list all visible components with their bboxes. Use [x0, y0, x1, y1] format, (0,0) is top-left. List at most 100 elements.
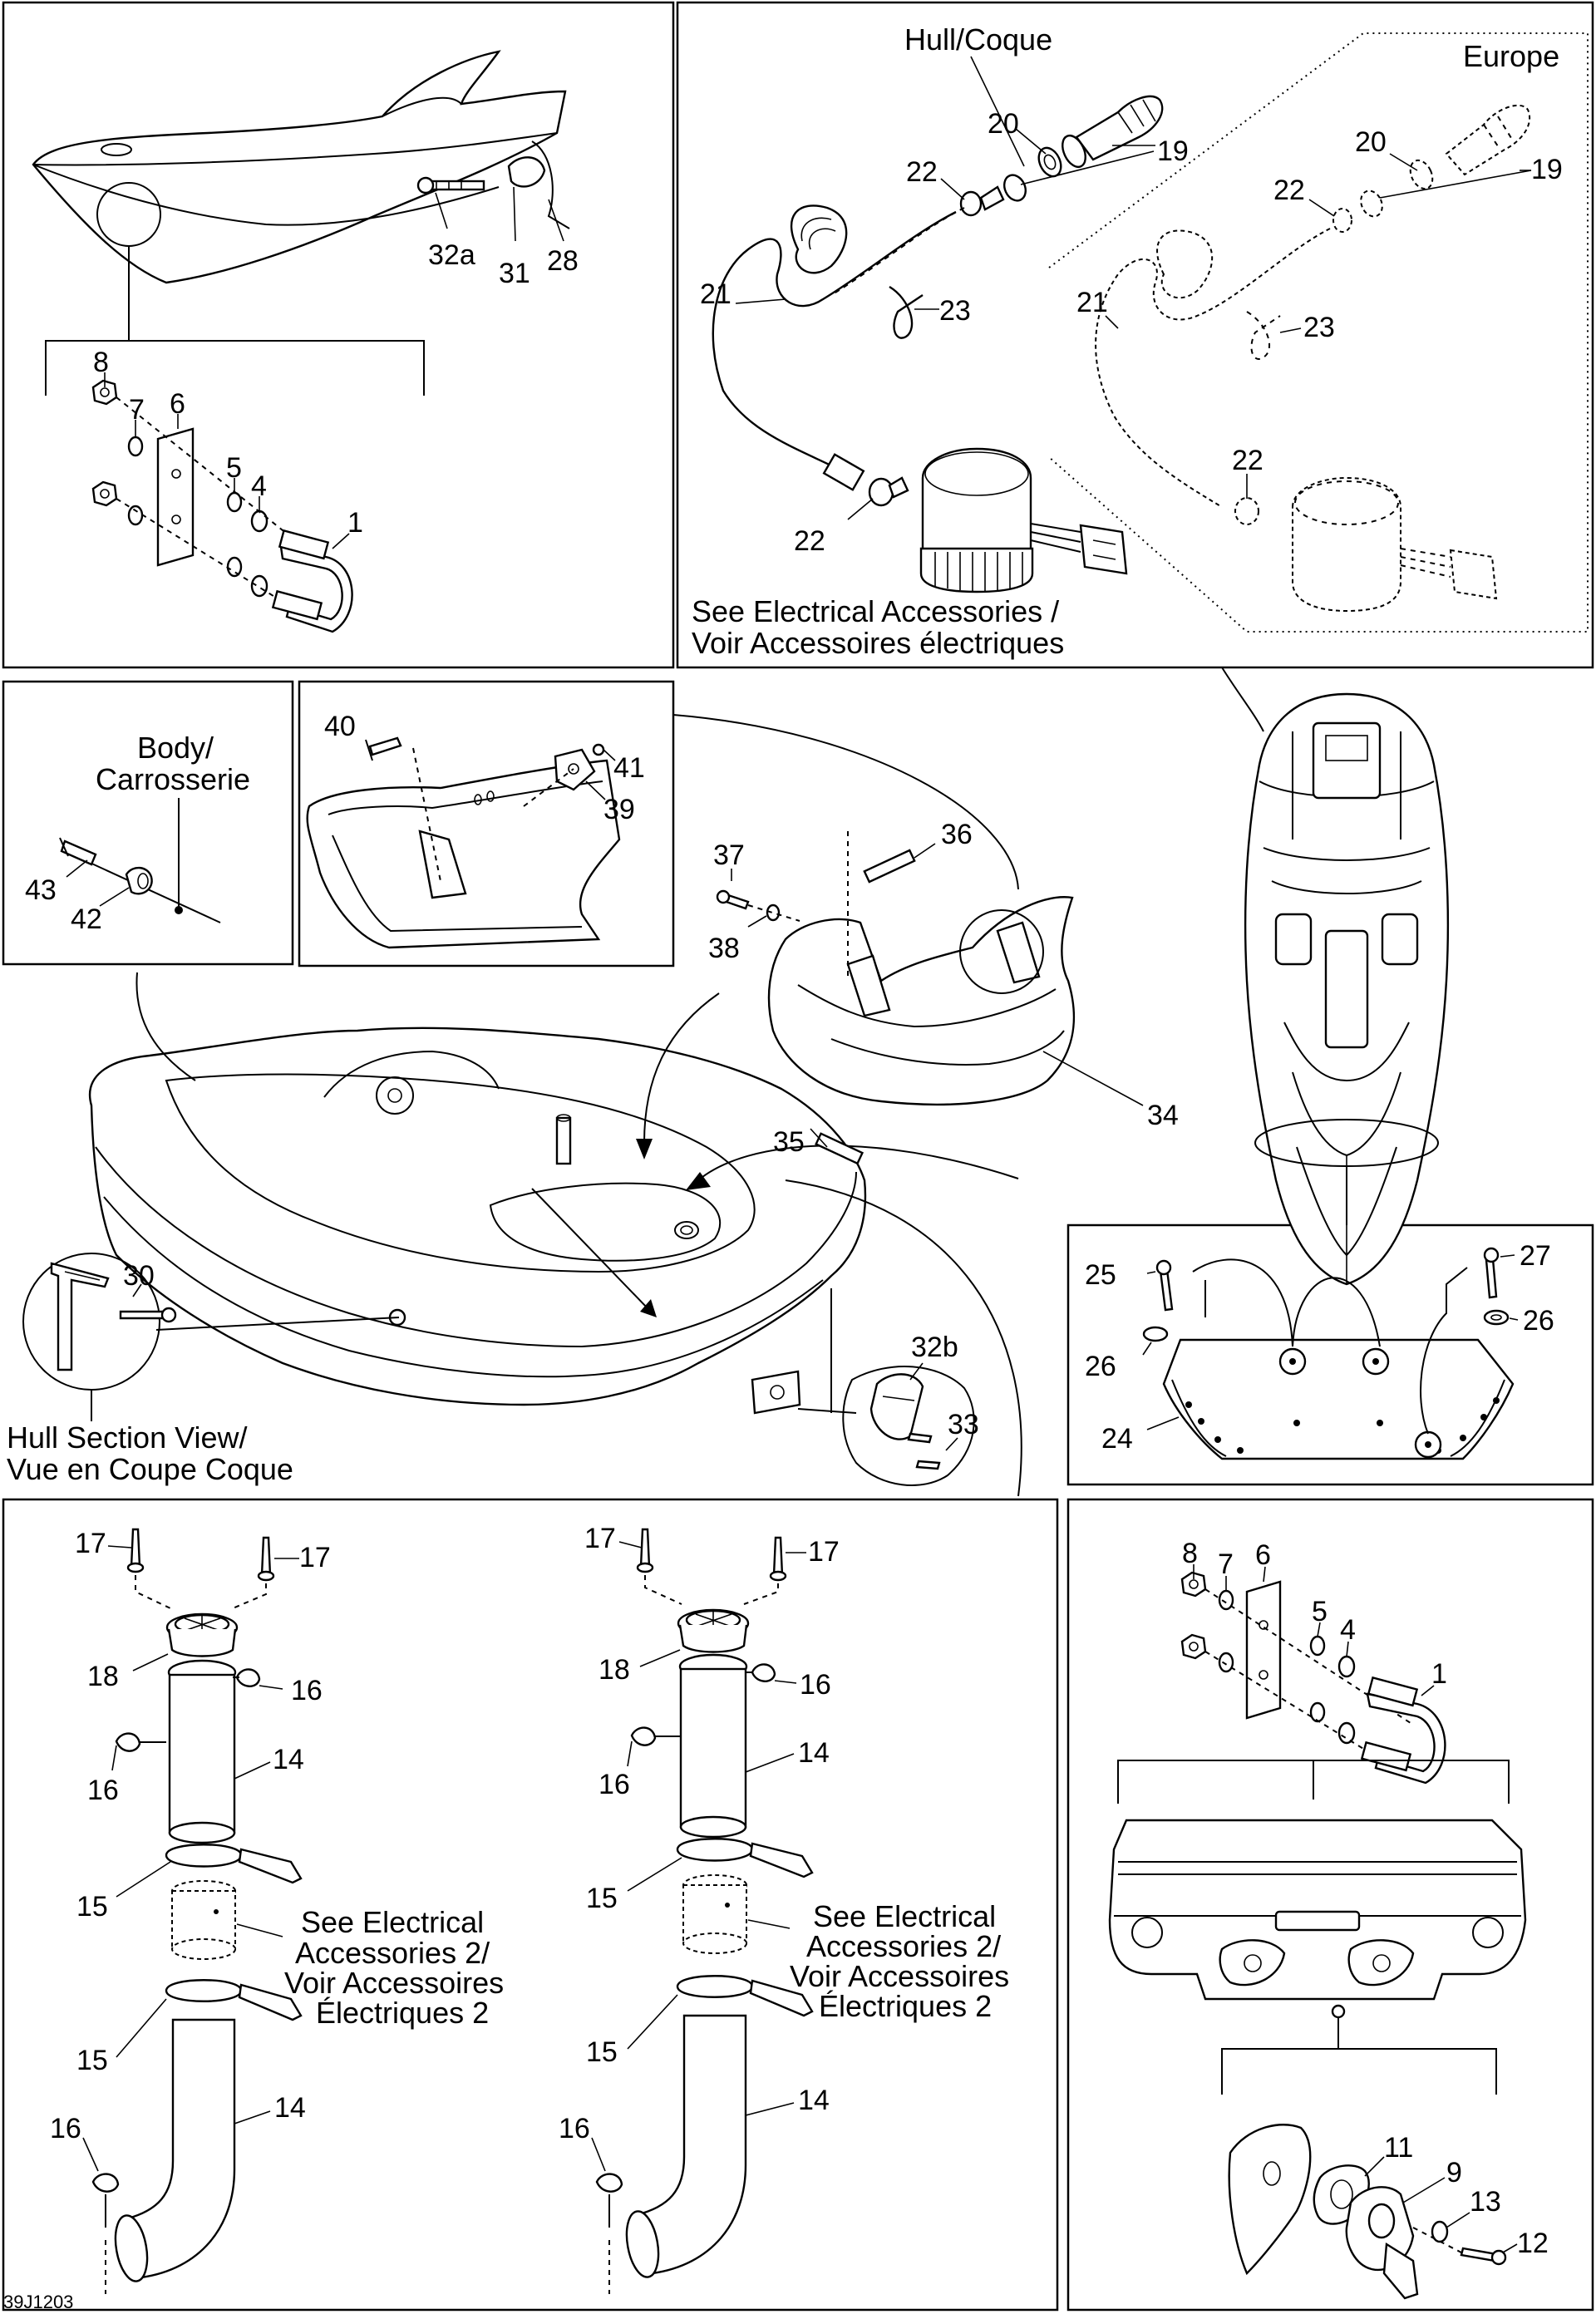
rear-deck-plate-bracket-2 [996, 921, 1041, 984]
callout: 7 [1218, 1548, 1234, 1580]
bow-deck-line [32, 132, 558, 166]
panel-vent-tubes-a: 17 17 18 16 16 14 15 15 14 16 See Electr… [50, 1528, 504, 2294]
callout: 15 [76, 2045, 108, 2076]
callout: 9 [1446, 2157, 1462, 2188]
bow-transom-eye [507, 156, 546, 188]
caption-see-electrical-2a-1: See Electrical [301, 1905, 484, 1939]
bow-backing-plate [156, 427, 195, 567]
caption-see-electrical-2b-2: Accessories 2/ [806, 1929, 1001, 1963]
callout: 14 [798, 1737, 830, 1769]
caption-hull: Hull/Coque [904, 22, 1052, 57]
bow-screw-32a [416, 176, 485, 194]
transom-jet-left [1219, 1939, 1286, 1987]
transom-light-left [1131, 1917, 1163, 1948]
rear-deck-plate-bracket [846, 954, 891, 1017]
caption-see-electrical-2a-4: Électriques 2 [316, 1996, 489, 2030]
callout: 21 [700, 278, 732, 310]
deck-screw-25 [1159, 1268, 1174, 1312]
callout: 39 [603, 794, 635, 825]
vent-grille-18a [165, 1612, 239, 1657]
top-view-seat-right [1381, 913, 1419, 966]
bow-nut-lower [91, 480, 118, 507]
europe-nut-20 [1409, 159, 1434, 190]
caption-see-electrical-2a-2: Accessories 2/ [295, 1936, 490, 1970]
deck-screw-27 [1485, 1258, 1498, 1299]
callout: 15 [586, 2036, 618, 2068]
callout: 6 [1255, 1539, 1271, 1571]
callout: 42 [71, 903, 102, 935]
panel-body-detail: Body/ Carrosserie 43 42 [25, 731, 250, 935]
panel-frame-seat-detail [298, 680, 675, 967]
stern-bubble [842, 1366, 975, 1486]
callout: 25 [1085, 1259, 1116, 1291]
drain-screw-12 [1460, 2247, 1498, 2262]
vent-tube-14c-upper [678, 1653, 748, 1839]
bow-swim-platform [531, 140, 570, 229]
figure-code: 39J1203 [3, 2292, 73, 2312]
europe-gasket [1360, 190, 1383, 218]
bilge-hose-21 [712, 210, 957, 471]
callout: 13 [1470, 2186, 1501, 2218]
callout: 20 [988, 108, 1019, 140]
bow-washer-5b [226, 556, 243, 578]
callout: 22 [1273, 175, 1305, 206]
callout: 36 [941, 819, 973, 850]
vent-tube-14a-upper [167, 1659, 237, 1844]
rivet-17c [639, 1528, 651, 1568]
panel-bilge-pump: Hull/Coque Europe [692, 22, 1589, 660]
transom-drain-point [1331, 2004, 1346, 2019]
trim-strip-36 [863, 849, 916, 884]
deck-grommet-26a [1142, 1326, 1169, 1342]
callout: 41 [613, 752, 645, 784]
seat-nut-41 [592, 743, 605, 756]
main-boat-cupholder [674, 1221, 699, 1239]
deck-grommet-26b [1483, 1309, 1510, 1326]
bilge-hose-coil [790, 204, 848, 274]
callout: 4 [1340, 1614, 1356, 1646]
callout: 22 [794, 525, 825, 557]
panel-main-boat: Hull Section View/ Vue en Coupe Coque 37… [7, 714, 1179, 1497]
caption-see-electrical-2b-3: Voir Accessoires [790, 1959, 1009, 1993]
panel-frame-bilge-pump [676, 1, 1594, 669]
callout: 43 [25, 874, 57, 906]
callout: 26 [1523, 1305, 1554, 1337]
bow-windshield [382, 96, 462, 117]
caption-body: Body/ [137, 731, 214, 765]
caption-europe: Europe [1463, 39, 1559, 73]
caption-hull-section: Hull Section View/ [7, 1420, 247, 1455]
europe-clamp-22-lower [1234, 497, 1259, 525]
europe-hose-21 [1095, 228, 1331, 508]
rear-deck-plate-34 [767, 896, 1076, 1106]
callout: 20 [1355, 126, 1387, 158]
thru-hull-flange [1062, 134, 1086, 169]
bow-washer-7a [127, 436, 144, 457]
bow-detail-bracket [45, 340, 425, 396]
main-boat-post [555, 1116, 572, 1165]
vent-tube-14b-elbow [114, 2018, 236, 2282]
callout: 33 [948, 1409, 979, 1440]
main-arrow-floor [531, 1188, 649, 1310]
callout: 34 [1147, 1100, 1179, 1131]
europe-pump [1292, 476, 1401, 613]
thru-hull-gasket [1002, 174, 1027, 202]
callout: 27 [1520, 1240, 1551, 1272]
electrical-accessory-ghost-a [171, 1880, 236, 1960]
deck-plate-holes [1185, 1397, 1500, 1454]
stern-washer-7b [1218, 1652, 1234, 1673]
screw-16b [115, 1732, 141, 1752]
seat-bracket-39 [554, 748, 596, 791]
bilge-pump-connector [1079, 524, 1128, 575]
top-view-cockpit [1283, 1022, 1410, 1082]
bow-hatch [101, 143, 132, 156]
seat-screw-40 [368, 736, 402, 756]
callout: 32b [911, 1332, 958, 1363]
stern-washer-5b [1309, 1701, 1326, 1723]
bow-keel-line [32, 164, 500, 226]
europe-clip-23 [1246, 311, 1281, 360]
callout: 19 [1531, 154, 1563, 185]
callout: 23 [939, 295, 971, 327]
stern-nut-lower [1180, 1633, 1207, 1660]
panel-deck-plate: 25 27 26 26 24 [1085, 1240, 1554, 1460]
rivet-17d [772, 1536, 784, 1577]
callout: 26 [1085, 1351, 1116, 1382]
